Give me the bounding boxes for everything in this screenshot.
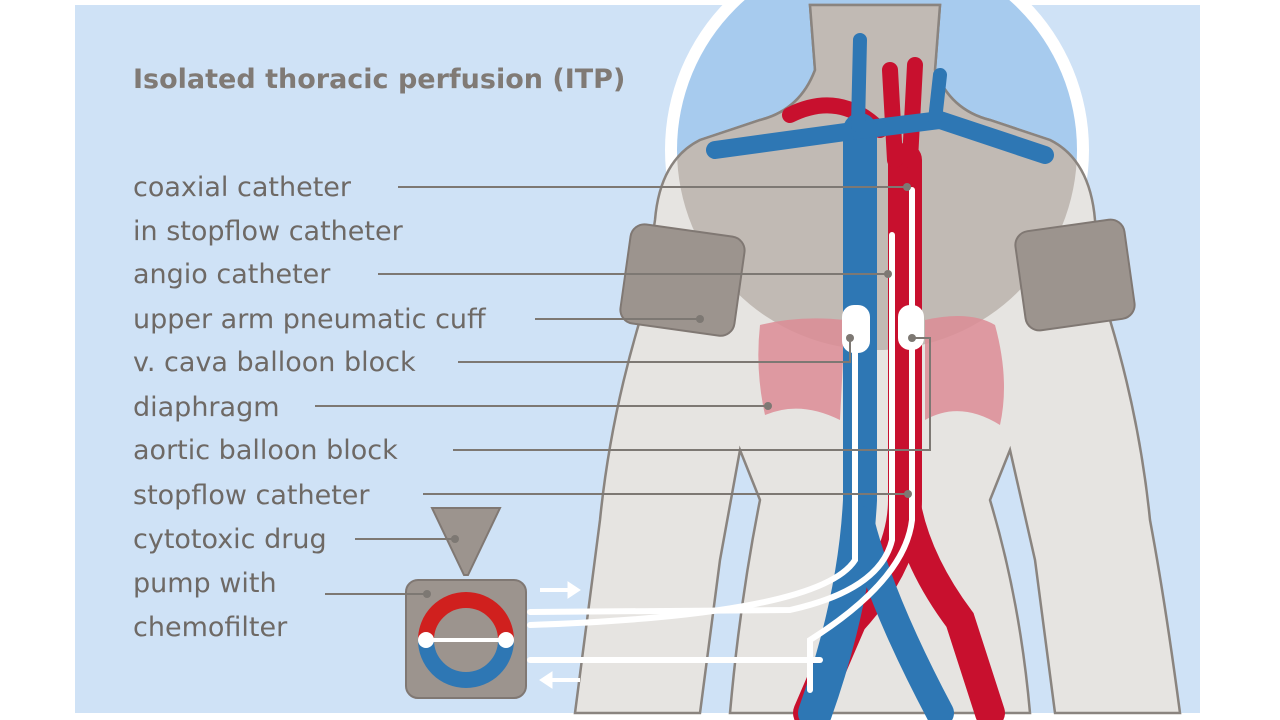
right-lung — [925, 316, 1004, 425]
left-lung — [758, 318, 845, 420]
pump-ring-red — [418, 592, 514, 641]
aortic-balloon — [898, 305, 924, 350]
label-upper-arm-cuff: upper arm pneumatic cuff — [133, 304, 487, 335]
label-stopflow-catheter: stopflow catheter — [133, 480, 370, 511]
left-arm-cuff — [619, 223, 746, 337]
label-v-cava-balloon-block: v. cava balloon block — [133, 347, 416, 378]
label-pump-with: pump with — [133, 568, 277, 599]
label-cytotoxic-drug: cytotoxic drug — [133, 524, 327, 555]
flow-arrows — [539, 581, 581, 689]
leader-lines — [315, 183, 931, 598]
label-diaphragm: diaphragm — [133, 392, 280, 423]
pump-ring-blue — [418, 639, 514, 688]
drug-funnel — [430, 507, 502, 576]
diagram-title: Isolated thoracic perfusion (ITP) — [133, 64, 625, 95]
vein — [706, 33, 1054, 720]
label-angio-catheter: angio catheter — [133, 259, 331, 290]
v-cava-balloon — [842, 305, 870, 353]
right-arm-cuff — [1014, 218, 1136, 332]
label-chemofilter: chemofilter — [133, 612, 288, 643]
label-coaxial-catheter: coaxial catheter — [133, 172, 352, 203]
label-aortic-balloon-block: aortic balloon block — [133, 435, 398, 466]
catheters — [527, 187, 915, 693]
label-in-stopflow-catheter: in stopflow catheter — [133, 216, 404, 247]
